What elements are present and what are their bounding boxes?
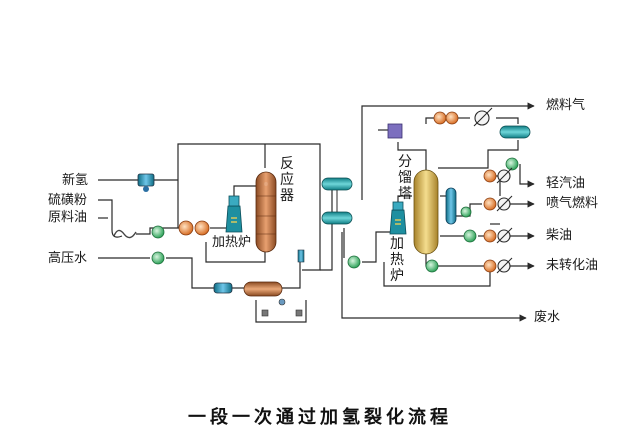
feed-exchanger-2[interactable] [194,220,210,236]
line-to-hp-separator [320,183,333,271]
label-heating-furnace-1: 加热炉 [212,235,252,250]
diesel-pump[interactable] [463,229,477,243]
label-light-gasoline: 轻汽油 [546,176,586,191]
label-jet-fuel: 喷气燃料 [546,196,599,211]
fuel-gas-drum[interactable] [387,123,403,139]
label-new-hydrogen: 新氢 [62,173,89,188]
makeup-compressor[interactable] [137,173,155,192]
hps-bottom-pump[interactable] [347,255,361,269]
label-fractionator: 分馏塔 [398,154,412,202]
line-reflux [438,140,519,169]
label-unconverted-oil: 未转化油 [546,258,599,273]
air-cooler-overhead[interactable] [473,107,493,127]
line-light-gasoline [519,164,535,188]
heating-furnace-1[interactable] [225,195,243,233]
process-lines [98,102,535,323]
separator-valves[interactable] [261,298,303,317]
diagram-title: 一段一次通过加氢裂化流程 [188,407,452,428]
line-reactor-bottom [205,242,266,263]
label-reactor: 反应器 [280,156,294,204]
line-to-furnace-2 [362,231,392,263]
feed-mixer-coil [113,229,137,239]
heating-furnace-2[interactable] [389,201,407,235]
reflux-pump[interactable] [505,157,519,171]
line-sep-right [282,262,301,289]
reactor-outlet-valve[interactable] [297,249,305,263]
overhead-exchanger[interactable] [433,111,459,125]
line-overhead-condenser [425,117,436,124]
line-fuel-gas [361,102,535,200]
line-furnace-reactor [233,185,256,196]
unconverted-oil-exchanger[interactable] [483,259,497,273]
hp-air-cooler[interactable] [213,282,233,294]
jet-fuel-exchanger[interactable] [483,197,497,211]
air-cooler-bottoms[interactable] [496,257,513,274]
high-pressure-water-pump[interactable] [151,251,165,265]
label-heating-furnace-2: 加热炉 [390,236,404,284]
high-pressure-separator[interactable] [321,177,353,225]
air-cooler-jet[interactable] [496,195,513,212]
line-recycle-hydrogen [177,143,321,271]
hot-separator[interactable] [243,281,283,297]
air-cooler-diesel[interactable] [496,227,513,244]
line-overhead-3 [496,117,519,124]
label-high-pressure-water: 高压水 [48,251,88,266]
line-bottoms-recycle [383,262,491,287]
fractionator-column[interactable] [413,169,439,255]
label-diesel: 柴油 [546,228,573,243]
side-stripper[interactable] [445,187,457,225]
line-sep-bottom-loop [255,300,307,323]
reactor[interactable] [255,171,277,253]
line-sulfur-powder [98,199,123,238]
line-waste-water [341,232,527,322]
overhead-accumulator[interactable] [499,125,531,139]
line-hpw-to-system [166,257,214,289]
label-fuel-gas: 燃料气 [546,98,586,113]
air-coolers [473,107,513,274]
label-feed-oil: 原料油 [48,210,88,225]
light-gasoline-exchanger[interactable] [483,169,497,183]
feed-pump[interactable] [151,225,165,239]
label-sulfur-powder: 硫磺粉 [48,193,88,208]
line-overhead [397,142,427,170]
label-waste-water: 废水 [534,310,561,325]
bottoms-pump[interactable] [425,259,439,273]
air-cooler-light[interactable] [496,167,513,184]
feed-exchanger-1[interactable] [178,220,194,236]
jet-fuel-pump[interactable] [460,206,472,218]
diesel-exchanger[interactable] [483,229,497,243]
